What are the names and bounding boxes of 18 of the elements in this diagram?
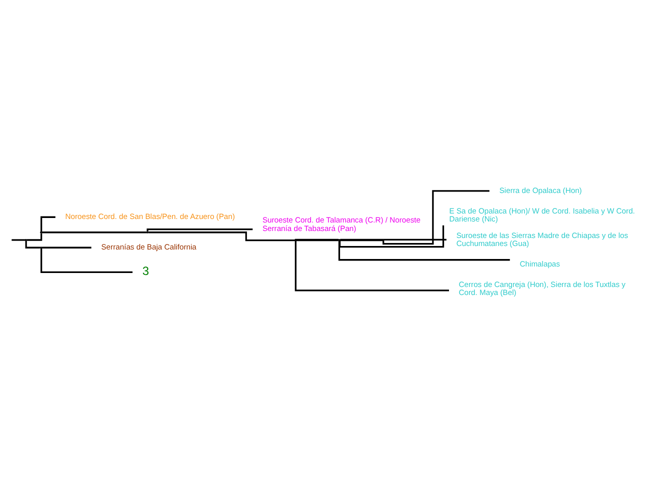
connector	[340, 190, 490, 245]
connector	[340, 238, 446, 241]
connector	[146, 228, 253, 232]
connector	[12, 239, 26, 241]
connector	[148, 232, 338, 242]
node-point	[40, 246, 42, 249]
connector	[26, 233, 42, 241]
node-point	[24, 238, 27, 242]
node-point	[40, 231, 42, 234]
connector	[42, 232, 146, 234]
connector	[42, 246, 92, 248]
node-point	[338, 238, 340, 242]
connector	[338, 240, 510, 261]
connector	[40, 216, 56, 232]
connector	[25, 240, 40, 248]
connector	[40, 248, 133, 273]
node-text: 3	[142, 264, 150, 278]
node-point	[146, 231, 148, 234]
